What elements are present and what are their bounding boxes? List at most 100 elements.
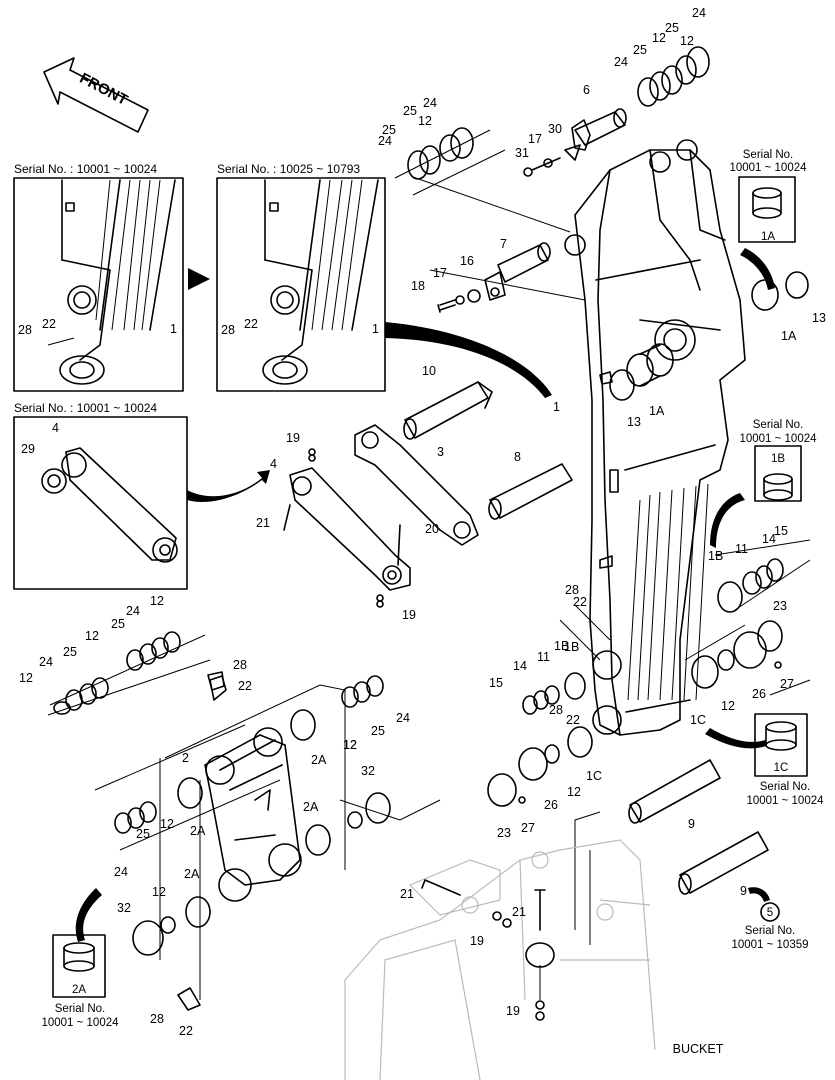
callout-14: 14 xyxy=(762,532,776,546)
callout-9: 9 xyxy=(740,884,747,898)
callout-12: 12 xyxy=(343,738,357,752)
front-label: FRONT xyxy=(77,70,131,109)
callout-1B: 1B xyxy=(708,549,723,563)
callout-19: 19 xyxy=(402,608,416,622)
callout-1B: 1B xyxy=(554,639,569,653)
reference-5: 5 Serial No. 10001 ~ 10359 xyxy=(731,902,809,951)
callout-25: 25 xyxy=(382,123,396,137)
callout-12: 12 xyxy=(150,594,164,608)
guide-lines xyxy=(412,176,586,301)
callout-15: 15 xyxy=(489,676,503,690)
callout-12: 12 xyxy=(152,885,166,899)
callout-19: 19 xyxy=(286,431,300,445)
svg-text:10001 ~ 10024: 10001 ~ 10024 xyxy=(41,1017,119,1029)
detail-box-part: 1A xyxy=(761,231,775,243)
callout-1: 1 xyxy=(553,400,560,414)
detail-box-1b: 1B Serial No. 10001 ~ 10024 xyxy=(739,419,817,502)
inset1-callout-1: 1 xyxy=(170,322,177,336)
callout-3: 3 xyxy=(437,445,444,459)
callout-30: 30 xyxy=(548,122,562,136)
svg-text:10001 ~ 10024: 10001 ~ 10024 xyxy=(739,433,817,445)
link-4 xyxy=(283,448,411,608)
callout-24: 24 xyxy=(692,6,706,20)
inset1-callout-22: 22 xyxy=(42,317,56,331)
bucket-label: BUCKET xyxy=(673,1042,724,1056)
callout-6: 6 xyxy=(583,83,590,97)
callout-27: 27 xyxy=(780,677,794,691)
callout-27: 27 xyxy=(521,821,535,835)
callout-22: 22 xyxy=(238,679,252,693)
callout-21: 21 xyxy=(400,887,414,901)
detail-box-2a: 2A Serial No. 10001 ~ 10024 xyxy=(41,934,119,1029)
inset-leader-arrow xyxy=(385,322,552,398)
callout-24: 24 xyxy=(396,711,410,725)
inset-serial-label: Serial No. : 10025 ~ 10793 xyxy=(217,162,360,176)
callout-12: 12 xyxy=(85,629,99,643)
callout-22: 22 xyxy=(179,1024,193,1038)
bushing-stack-left xyxy=(47,631,441,956)
leader-1a xyxy=(740,248,775,290)
pins-8-10 xyxy=(403,381,573,520)
leader-1b xyxy=(710,493,745,548)
callout-12: 12 xyxy=(160,817,174,831)
callout-1C: 1C xyxy=(690,713,706,727)
callout-25: 25 xyxy=(136,827,150,841)
callout-23: 23 xyxy=(497,826,511,840)
callout-24: 24 xyxy=(378,134,392,148)
callout-28: 28 xyxy=(150,1012,164,1026)
callout-11: 11 xyxy=(735,542,748,556)
callout-25: 25 xyxy=(371,724,385,738)
detail-box-part: 1B xyxy=(771,453,785,465)
inset3-callout-4: 4 xyxy=(52,421,59,435)
detail-box-1a: 1A Serial No. 10001 ~ 10024 xyxy=(729,149,807,243)
inset1-callout-28: 28 xyxy=(18,323,32,337)
detail-box-part: 2A xyxy=(72,984,86,996)
inset2-callout-22: 22 xyxy=(244,317,258,331)
callout-12: 12 xyxy=(418,114,432,128)
callout-17: 17 xyxy=(528,132,542,146)
reference-number: 5 xyxy=(767,907,773,919)
callout-7: 7 xyxy=(500,237,507,251)
inset3-callout-29: 29 xyxy=(21,442,35,456)
inset-serial-10025-10793: Serial No. : 10025 ~ 10793 28 22 1 xyxy=(216,162,386,392)
svg-text:Serial No.: Serial No. xyxy=(745,925,796,937)
callout-17: 17 xyxy=(433,266,447,280)
arm-body xyxy=(564,139,746,736)
inset-serial-label: Serial No. : 10001 ~ 10024 xyxy=(14,401,157,415)
callout-1C: 1C xyxy=(586,769,602,783)
callout-18: 18 xyxy=(411,279,425,293)
inset-link-serial-10001-10024: Serial No. : 10001 ~ 10024 29 4 xyxy=(13,401,188,590)
callout-22: 22 xyxy=(566,713,580,727)
pin-6-assembly xyxy=(523,46,710,177)
callout-13: 13 xyxy=(627,415,641,429)
svg-text:Serial No.: Serial No. xyxy=(55,1003,106,1015)
callout-32: 32 xyxy=(117,901,131,915)
svg-text:10001 ~ 10024: 10001 ~ 10024 xyxy=(746,795,824,807)
callout-2A: 2A xyxy=(190,824,206,838)
pins-9 xyxy=(574,759,769,945)
callout-25: 25 xyxy=(111,617,125,631)
callout-19: 19 xyxy=(506,1004,520,1018)
callout-26: 26 xyxy=(752,687,766,701)
pin-7-assembly xyxy=(437,242,551,313)
callout-12: 12 xyxy=(652,31,666,45)
callout-2A: 2A xyxy=(303,800,319,814)
callout-2A: 2A xyxy=(311,753,327,767)
callout-10: 10 xyxy=(422,364,436,378)
callout-21: 21 xyxy=(256,516,270,530)
callout-8: 8 xyxy=(514,450,521,464)
bushing-1c-right xyxy=(684,620,811,696)
callout-12: 12 xyxy=(680,34,694,48)
callout-1A: 1A xyxy=(649,404,665,418)
svg-text:Serial No.: Serial No. xyxy=(760,781,811,793)
callout-11: 11 xyxy=(537,650,550,664)
callout-13: 13 xyxy=(812,311,826,325)
callout-12: 12 xyxy=(343,738,357,752)
bushing-1b-right xyxy=(714,539,811,613)
callout-20: 20 xyxy=(425,522,439,536)
svg-text:10001 ~ 10024: 10001 ~ 10024 xyxy=(729,162,807,174)
detail-box-part: 1C xyxy=(774,762,789,774)
callout-25: 25 xyxy=(665,21,679,35)
callout-2A: 2A xyxy=(184,867,200,881)
